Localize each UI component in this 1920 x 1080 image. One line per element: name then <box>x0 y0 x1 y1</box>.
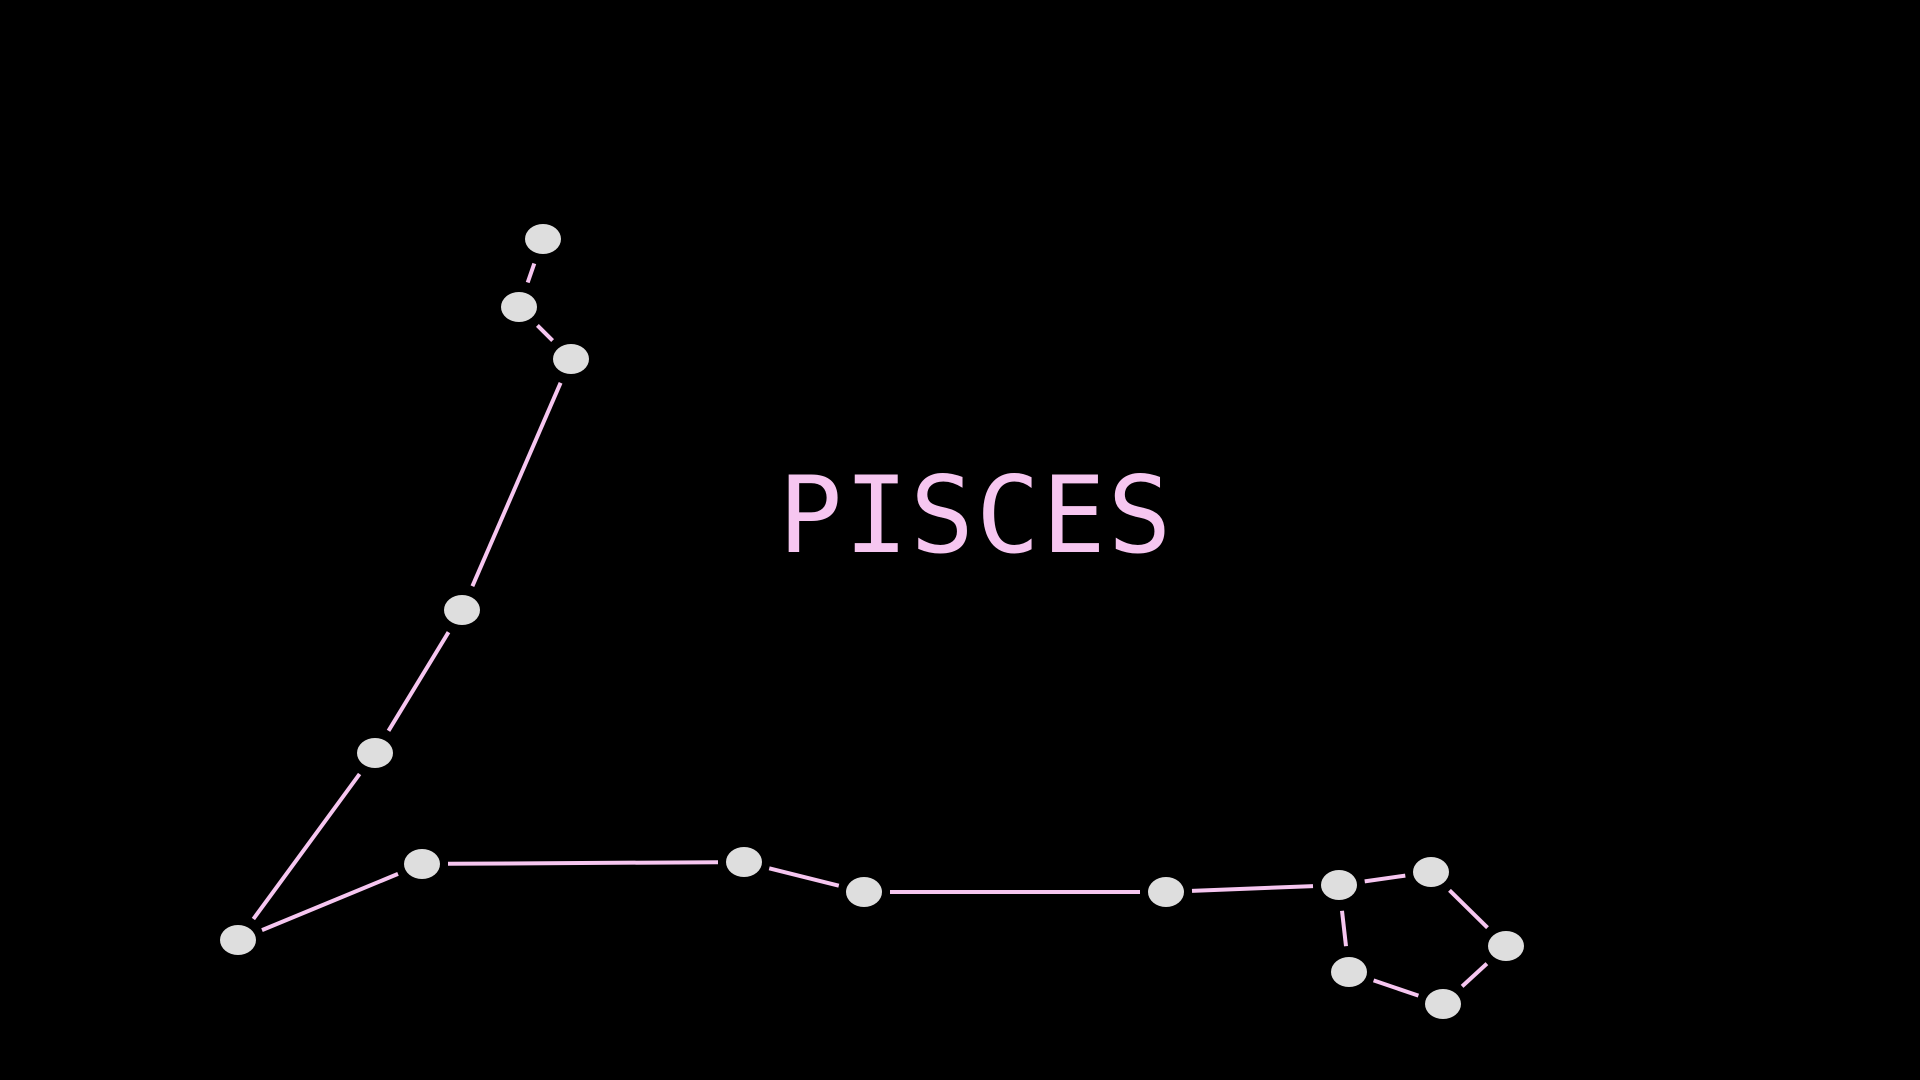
star <box>1488 931 1524 961</box>
star <box>1425 989 1461 1019</box>
star <box>404 849 440 879</box>
constellation-line <box>1372 978 1420 998</box>
constellation-line <box>1460 962 1489 988</box>
constellation-line <box>1340 910 1348 947</box>
constellation-line <box>261 872 399 932</box>
constellation-line <box>470 382 563 587</box>
star <box>1148 877 1184 907</box>
constellation-stars <box>220 224 1524 1019</box>
star <box>501 292 537 322</box>
star <box>357 738 393 768</box>
constellation-lines <box>251 262 1489 998</box>
constellation-line <box>251 772 362 921</box>
constellation-line <box>447 860 719 866</box>
star <box>444 595 480 625</box>
star <box>726 847 762 877</box>
constellation-line <box>386 631 451 732</box>
constellation-line <box>1448 888 1489 930</box>
star <box>1331 957 1367 987</box>
star <box>525 224 561 254</box>
constellation-line <box>1191 884 1314 893</box>
star <box>553 344 589 374</box>
star <box>220 925 256 955</box>
constellation-title: PISCES <box>778 454 1174 577</box>
star <box>846 877 882 907</box>
star <box>1321 870 1357 900</box>
constellation-line <box>1364 873 1406 884</box>
constellation-line <box>535 323 555 343</box>
star <box>1413 857 1449 887</box>
constellation-line <box>768 866 840 888</box>
constellation-line <box>525 262 537 284</box>
